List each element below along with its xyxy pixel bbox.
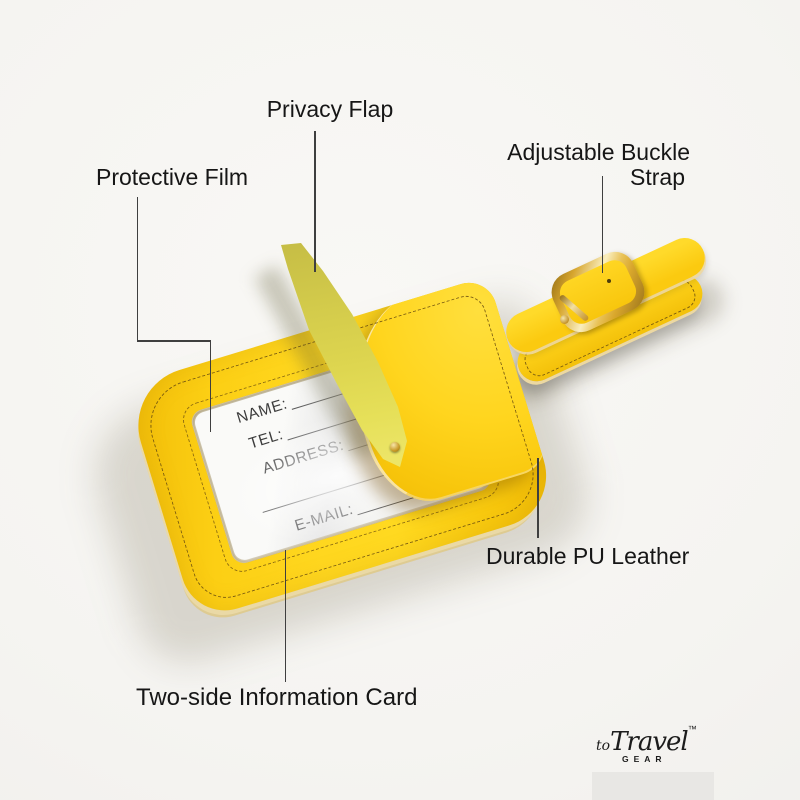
brand-logo-prefix: to [596, 738, 611, 754]
brand-logo-subtext: GEAR [622, 754, 667, 764]
brand-logo: toTravel™ GEAR [596, 724, 697, 764]
label-privacy-flap: Privacy Flap [266, 96, 394, 122]
leader-line-privacy-flap [314, 131, 316, 272]
leader-line-protective-film-h [136, 340, 211, 342]
corner-gray-box [592, 772, 714, 800]
trademark-symbol: ™ [687, 724, 697, 734]
leader-line-buckle-strap [601, 176, 603, 273]
label-two-side-information-card: Two-side Information Card [136, 684, 418, 711]
label-protective-film: Protective Film [96, 164, 249, 190]
strap-hole [607, 279, 611, 283]
leader-line-durable-leather [537, 458, 539, 538]
label-durable-pu-leather: Durable PU Leather [486, 543, 690, 569]
label-adjustable-buckle-line2: Strap [630, 164, 685, 190]
label-adjustable-buckle-strap: Adjustable Buckle Strap [470, 140, 690, 190]
snap-rivet [390, 442, 400, 452]
leader-line-protective-film-v1 [136, 197, 138, 342]
leader-line-protective-film-v2 [209, 340, 211, 432]
brand-logo-name: Travel [610, 727, 689, 757]
label-adjustable-buckle-line1: Adjustable Buckle [507, 139, 690, 165]
buckle-prong-tip [560, 315, 569, 324]
leader-line-information-card [284, 550, 286, 682]
brand-logo-script: toTravel™ [596, 724, 697, 757]
